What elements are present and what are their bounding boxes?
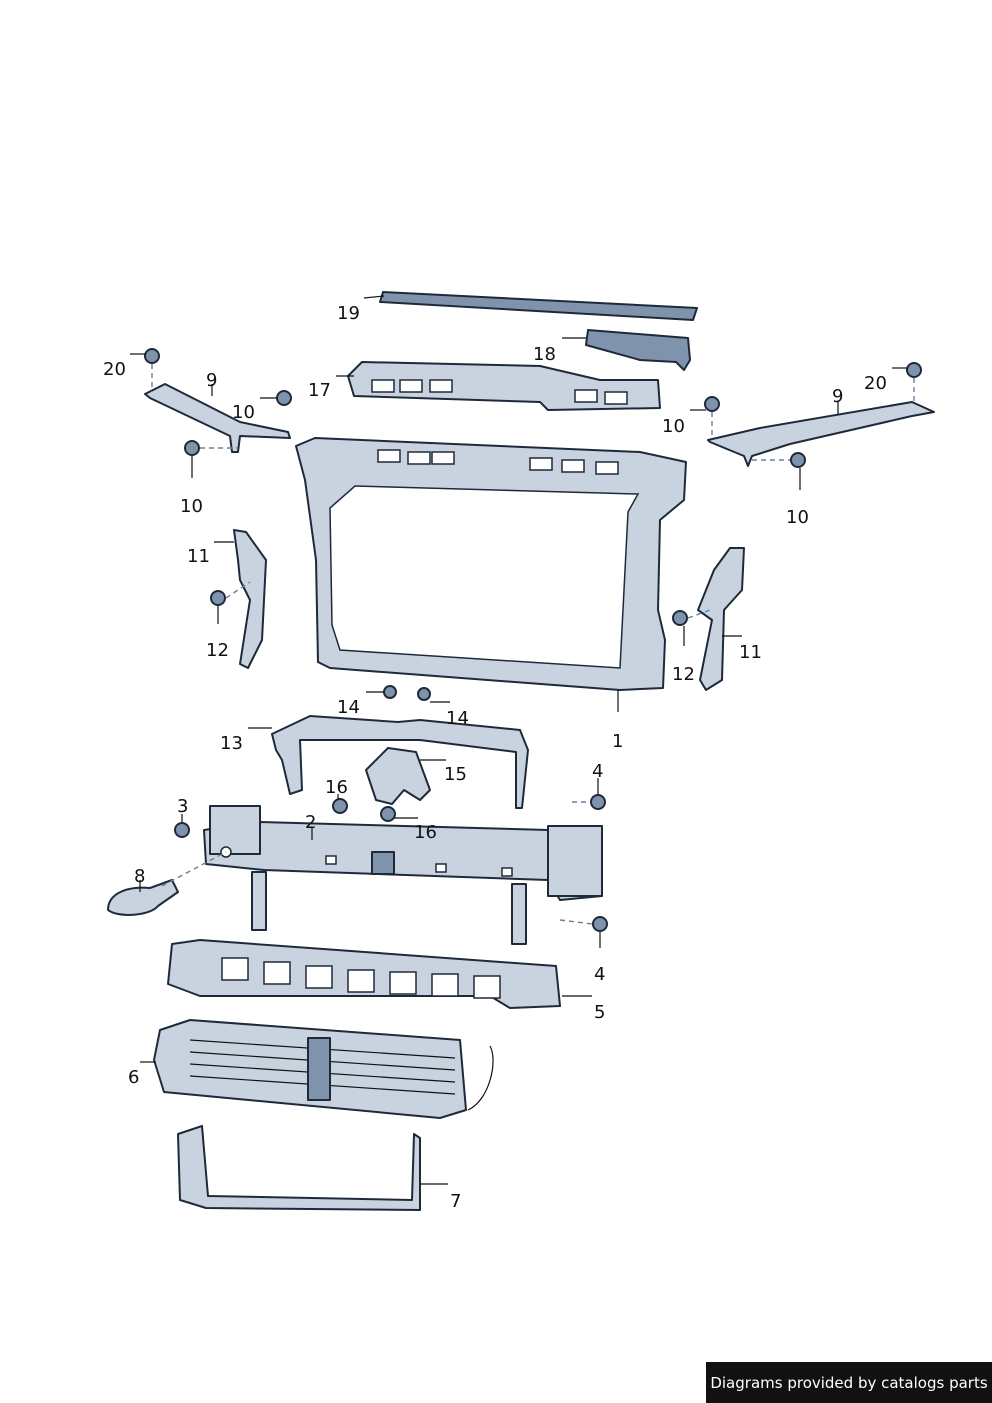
- callout-10-right-upper: 10: [662, 416, 685, 437]
- part-11-left-bracket: [233, 529, 267, 669]
- part-13-lock-carrier: [271, 715, 529, 809]
- callout-16-upper: 16: [325, 777, 348, 798]
- callout-10-left-lower: 10: [180, 496, 203, 517]
- callout-18: 18: [533, 344, 556, 365]
- callout-10-right-lower: 10: [786, 507, 809, 528]
- callout-11-right: 11: [739, 642, 762, 663]
- callout-7: 7: [450, 1191, 461, 1212]
- callout-4-lower: 4: [594, 964, 605, 985]
- callout-2: 2: [305, 812, 316, 833]
- callout-19: 19: [337, 303, 360, 324]
- callout-6: 6: [128, 1067, 139, 1088]
- callout-10-left-upper: 10: [232, 402, 255, 423]
- part-11-right-bracket: [697, 547, 745, 691]
- part-2-right-crash-box: [547, 825, 603, 897]
- part-15-center-bracket: [365, 747, 431, 805]
- attribution-text: Diagrams provided by catalogs parts: [710, 1373, 988, 1392]
- part-2-bumper-beam: [203, 821, 603, 901]
- callout-14-right: 14: [446, 708, 469, 729]
- callout-17: 17: [308, 380, 331, 401]
- callout-15: 15: [444, 764, 467, 785]
- callout-11-left: 11: [187, 546, 210, 567]
- callout-14-left: 14: [337, 697, 360, 718]
- part-2-right-leg: [511, 883, 527, 945]
- callout-labels: 1 2 3 4 4 5 6 7 8 9 9 10 10 10 10 11 11 …: [103, 303, 887, 1212]
- leader-lines: [130, 295, 908, 1185]
- part-8-towing-eye: [107, 879, 179, 916]
- callout-3: 3: [177, 796, 188, 817]
- callout-5: 5: [594, 1002, 605, 1023]
- part-9-right-strut: [707, 401, 935, 467]
- callout-13: 13: [220, 733, 243, 754]
- attribution-footer: Diagrams provided by catalogs parts: [706, 1362, 992, 1403]
- part-2-left-crash-box: [209, 805, 261, 855]
- part-2-left-leg: [251, 871, 267, 931]
- callout-4-upper: 4: [592, 761, 603, 782]
- part-1-frame-opening: [329, 485, 640, 669]
- callout-1: 1: [612, 731, 623, 752]
- callout-20-left: 20: [103, 359, 126, 380]
- part-6-connector-wire: [467, 1045, 494, 1111]
- part-9-left-strut: [144, 383, 291, 453]
- callout-8: 8: [134, 866, 145, 887]
- fasteners: [144, 348, 922, 932]
- part-18-bracket: [585, 329, 691, 371]
- part-7-lower-frame: [177, 1125, 421, 1211]
- part-19-seal-strip: [379, 291, 698, 321]
- callout-9-right: 9: [832, 386, 843, 407]
- callout-16-lower: 16: [414, 822, 437, 843]
- callout-9-left: 9: [206, 370, 217, 391]
- callout-12-left: 12: [206, 640, 229, 661]
- callout-20-right: 20: [864, 373, 887, 394]
- callout-12-right: 12: [672, 664, 695, 685]
